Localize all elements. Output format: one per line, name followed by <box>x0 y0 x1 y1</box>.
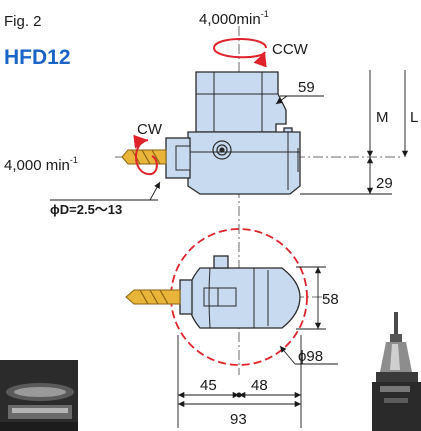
dim-29: 29 <box>376 175 393 192</box>
spindle-speed: 4,000min-1 <box>199 9 269 28</box>
dim-58: 58 <box>322 291 339 308</box>
output-rotation-label: CW <box>137 121 163 138</box>
dim-93: 93 <box>230 411 247 428</box>
adjust-screw-icon <box>212 140 232 160</box>
dimension-lines <box>50 70 409 428</box>
dim-phi98: ϕ98 <box>298 348 323 365</box>
drill-bit-plan <box>125 289 181 305</box>
head-side-view <box>165 71 301 195</box>
spindle-rotation-arrow <box>212 38 267 68</box>
head-plan-view <box>179 255 301 329</box>
dim-48: 48 <box>251 377 268 394</box>
output-speed: 4,000 min-1 <box>4 155 78 174</box>
dim-l: L <box>410 109 418 126</box>
swing-circle <box>170 228 308 366</box>
figure-caption: Fig. 2 <box>4 13 42 30</box>
spindle-rotation-label: CCW <box>272 41 309 58</box>
dim-59: 59 <box>298 79 315 96</box>
product-photo-right <box>372 312 421 431</box>
product-photo-left <box>0 360 78 431</box>
drill-diameter-range: ϕD=2.5～13 <box>50 202 122 217</box>
dim-m: M <box>376 109 389 126</box>
dim-45: 45 <box>200 377 217 394</box>
model-name: HFD12 <box>4 46 71 69</box>
drill-bit-side <box>121 149 167 165</box>
output-rotation-arrow <box>133 134 158 176</box>
center-point <box>236 392 242 398</box>
